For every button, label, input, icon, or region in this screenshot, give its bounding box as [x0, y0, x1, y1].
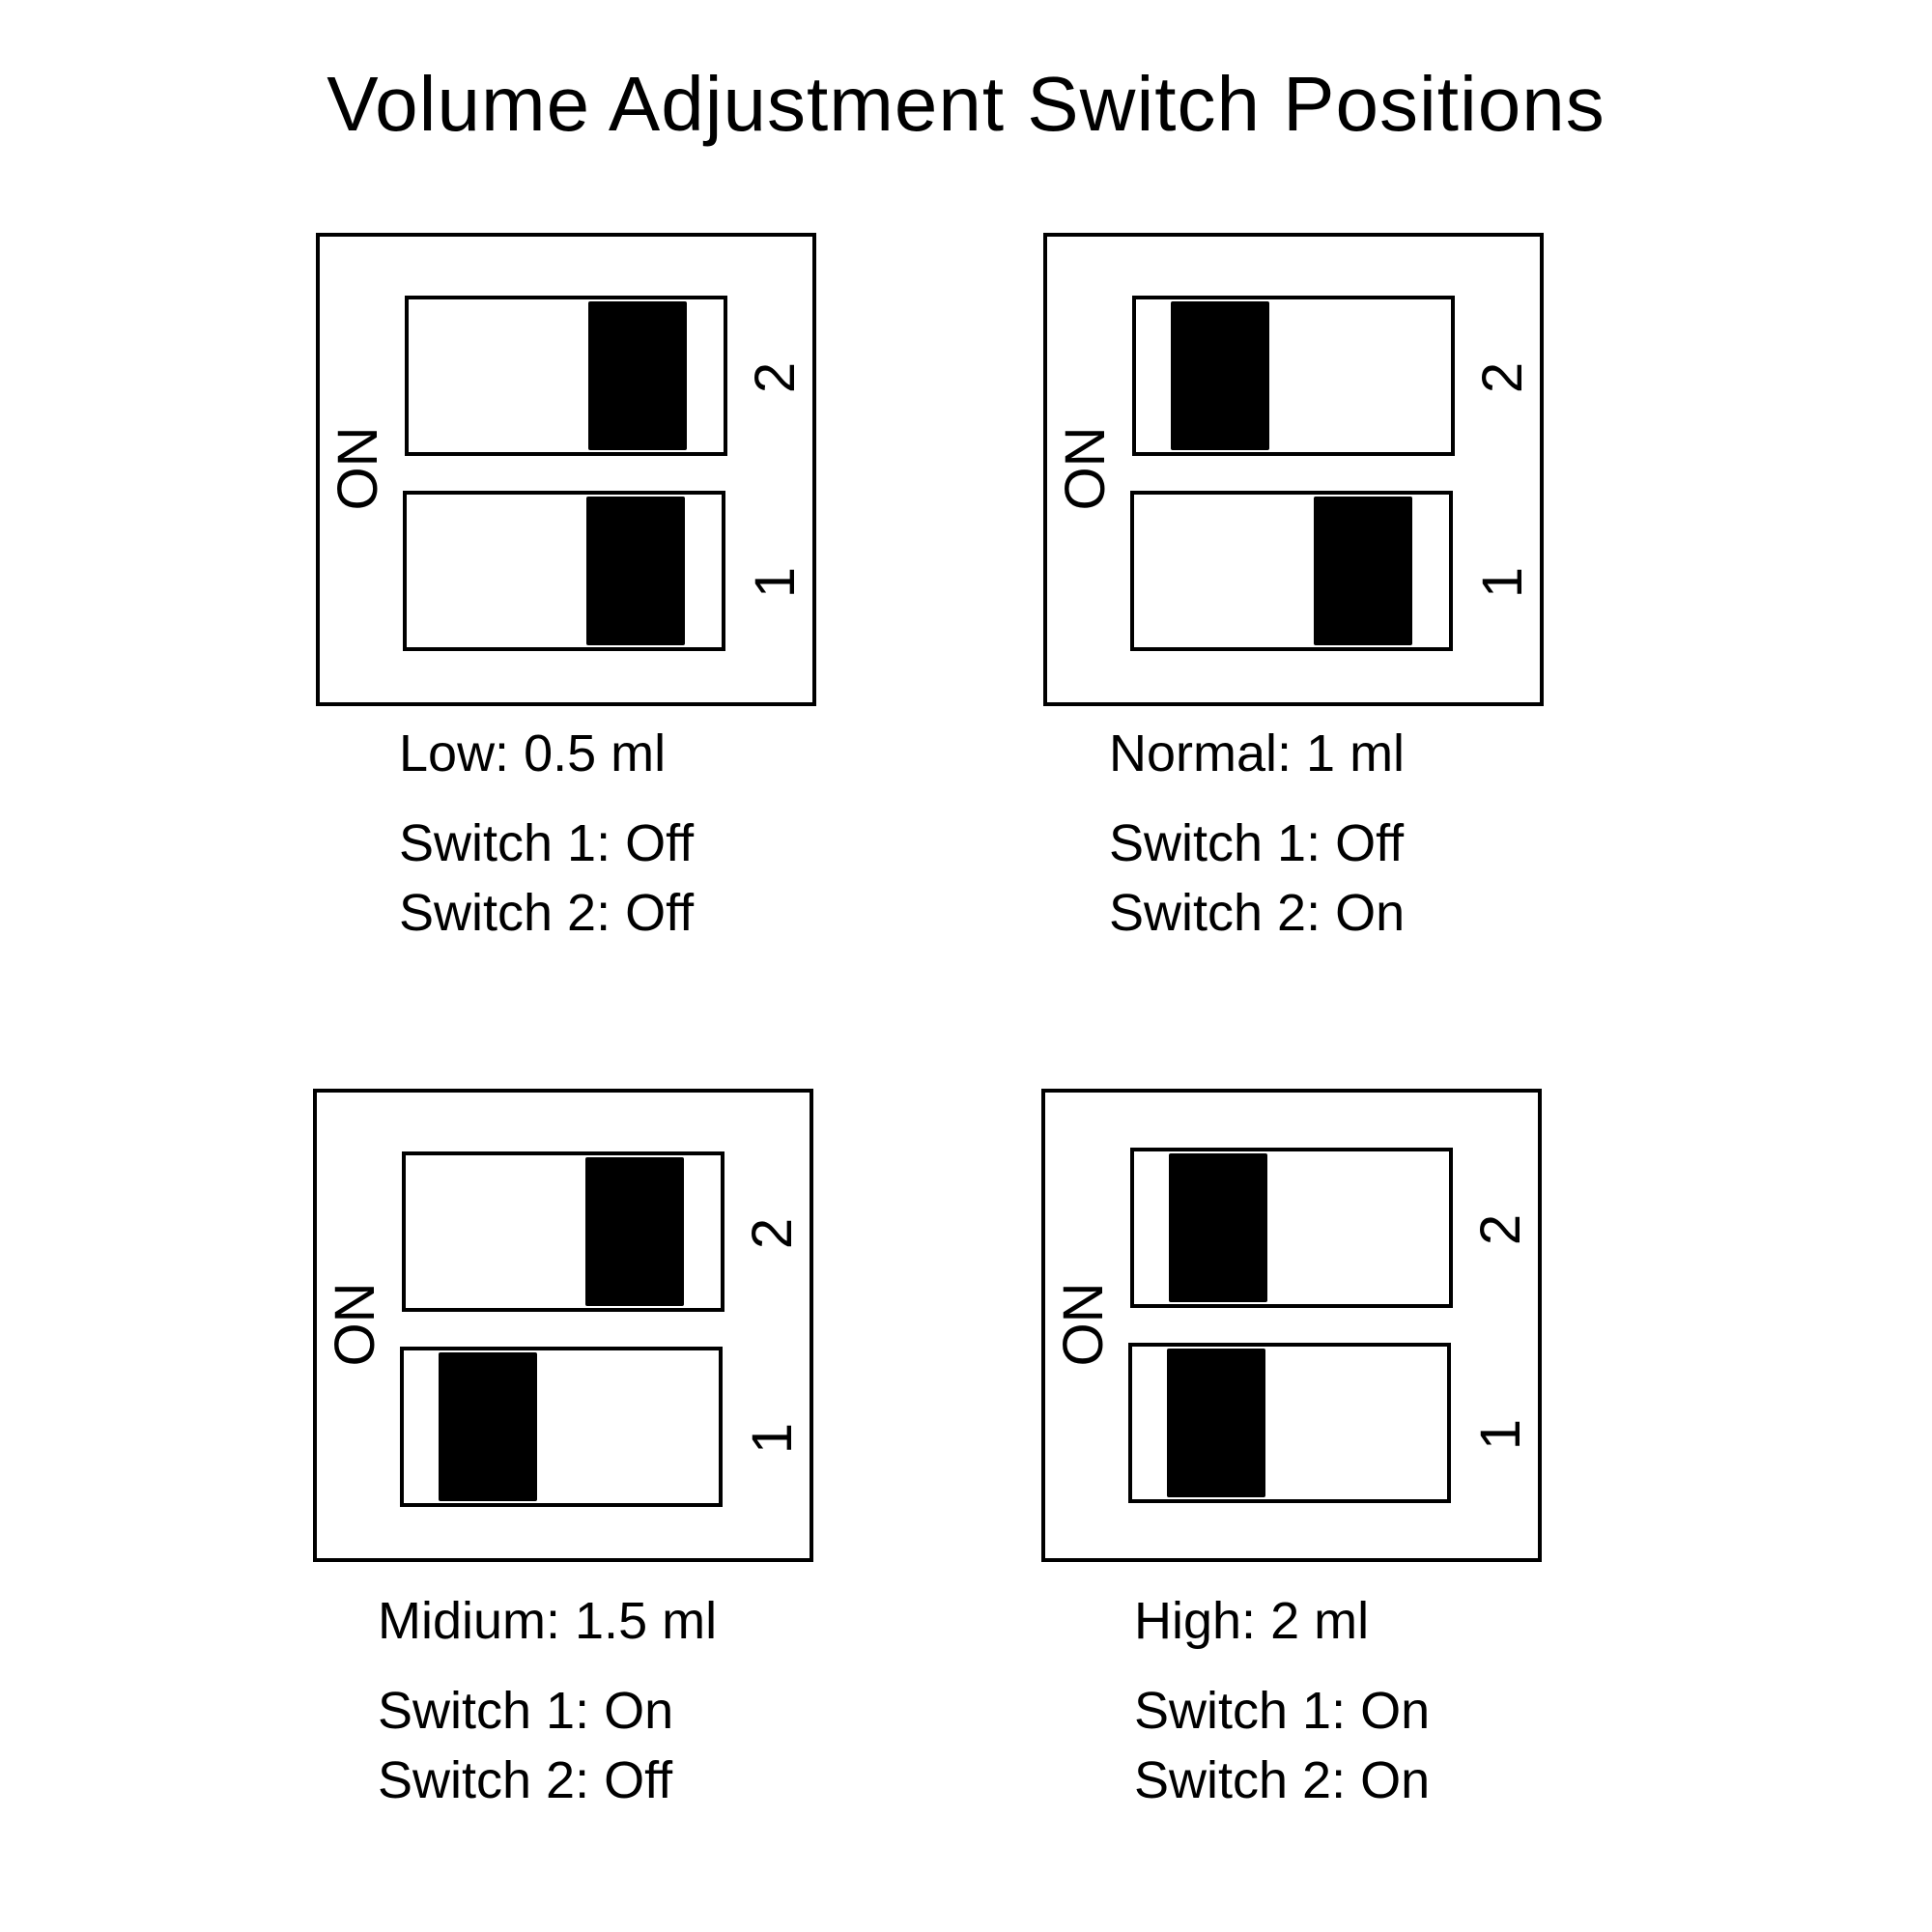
- switch-2-number: 2: [741, 1217, 804, 1250]
- switch-2-slot: [405, 296, 727, 456]
- switch-1-number: 1: [741, 1422, 804, 1455]
- switch-1-slot: [403, 491, 725, 651]
- switch-1-slot: [400, 1347, 723, 1507]
- switch-2-knob[interactable]: [1171, 301, 1269, 450]
- setting-caption-medium: Midium: 1.5 ml Switch 1: On Switch 2: Of…: [378, 1586, 717, 1815]
- switch-2-slot: [1132, 296, 1455, 456]
- on-label: ON: [324, 1282, 386, 1367]
- switch-1-state: Switch 1: Off: [399, 814, 695, 872]
- switch-2-number: 2: [1469, 1213, 1532, 1246]
- switch-1-state: Switch 1: On: [1134, 1682, 1431, 1740]
- switch-2-slot: [1130, 1148, 1453, 1308]
- switch-2-state: Switch 2: Off: [378, 1751, 673, 1809]
- on-label: ON: [1052, 1282, 1115, 1367]
- switch-2-state: Switch 2: Off: [399, 884, 695, 942]
- dip-switch-panel-normal: ON 2 1: [1043, 233, 1544, 706]
- switch-1-state: Switch 1: On: [378, 1682, 674, 1740]
- switch-1-knob[interactable]: [439, 1352, 537, 1501]
- on-label: ON: [327, 426, 389, 511]
- dip-switch-panel-medium: ON 2 1: [313, 1089, 813, 1562]
- switch-2-state: Switch 2: On: [1134, 1751, 1431, 1809]
- volume-level-label: Midium: 1.5 ml: [378, 1592, 718, 1650]
- diagram-title: Volume Adjustment Switch Positions: [327, 61, 1605, 147]
- switch-2-knob[interactable]: [588, 301, 687, 450]
- switch-2-knob[interactable]: [585, 1157, 684, 1306]
- dip-switch-panel-low: ON 2 1: [316, 233, 816, 706]
- switch-1-state: Switch 1: Off: [1109, 814, 1405, 872]
- switch-2-knob[interactable]: [1169, 1153, 1267, 1302]
- switch-2-number: 2: [1471, 361, 1534, 394]
- switch-1-number: 1: [1469, 1418, 1532, 1451]
- switch-2-number: 2: [744, 361, 807, 394]
- volume-level-label: High: 2 ml: [1134, 1592, 1370, 1650]
- dip-switch-panel-high: ON 2 1: [1041, 1089, 1542, 1562]
- switch-1-knob[interactable]: [586, 497, 685, 645]
- setting-caption-normal: Normal: 1 ml Switch 1: Off Switch 2: On: [1109, 719, 1405, 948]
- on-label: ON: [1054, 426, 1117, 511]
- setting-caption-low: Low: 0.5 ml Switch 1: Off Switch 2: Off: [399, 719, 694, 948]
- switch-1-number: 1: [1471, 566, 1534, 599]
- volume-level-label: Low: 0.5 ml: [399, 724, 667, 782]
- volume-level-label: Normal: 1 ml: [1109, 724, 1406, 782]
- switch-2-slot: [402, 1151, 724, 1312]
- switch-1-slot: [1128, 1343, 1451, 1503]
- switch-1-number: 1: [744, 566, 807, 599]
- switch-1-knob[interactable]: [1314, 497, 1412, 645]
- switch-1-knob[interactable]: [1167, 1349, 1265, 1497]
- switch-1-slot: [1130, 491, 1453, 651]
- setting-caption-high: High: 2 ml Switch 1: On Switch 2: On: [1134, 1586, 1430, 1815]
- switch-2-state: Switch 2: On: [1109, 884, 1406, 942]
